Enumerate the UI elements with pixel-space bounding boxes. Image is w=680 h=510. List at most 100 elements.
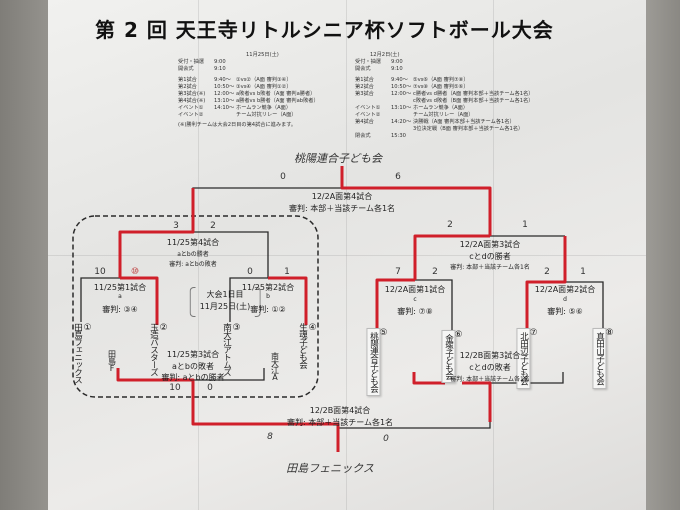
match-referee: 審判: aとbの敗者 [169,261,217,268]
d1-m1-left-line [80,277,120,322]
match-title: 12/2B面第3試合 [459,351,521,360]
schedule-cell: 決勝戦（A面 審判本部＋当該チーム各1名） [413,119,515,125]
poster-paper [48,0,646,510]
schedule-date: 12月2日(土) [370,52,400,58]
schedule-cell: 9:10 [214,66,226,72]
schedule-cell: 第1試合 [178,77,197,83]
schedule-row: 3位決定戦（B面 審判本部＋当該チーム各1名） [355,126,533,133]
match-referee: 審判: 本部＋当該チーム各1名 [450,264,530,271]
schedule-cell: 13:10～ [391,105,412,111]
match-referee: 審判: ③④ [102,305,138,314]
schedule-cell: イベント② [178,112,204,118]
d1-m3-right-line [193,368,265,381]
schedule-cell: 第1試合 [355,77,374,83]
team-name: 玉造バスターズ [148,323,159,376]
schedule-cell: 12:00～ [391,91,412,97]
score: 1 [580,267,586,277]
schedule-cell: イベント① [355,105,381,111]
match-title: 11/25第1試合 [93,283,147,292]
score: 2 [210,221,216,231]
score: 0 [383,434,389,444]
d1-m3-left-red [116,368,195,400]
d2-b3-center-red [462,381,492,422]
day1-dashed-frame [72,215,319,398]
champion-handwritten: 桃陽連合子ども会 [294,152,382,165]
schedule-cell: 12:00～ [214,91,235,97]
team-name: 田島フェニックス [72,323,83,383]
d2-m2-right-line [565,281,604,332]
schedule-cell: 10:50～ [214,84,235,90]
score: 0 [247,267,253,277]
schedule-cell: 第4試合(※) [178,98,206,104]
team-number: ② [159,323,167,333]
match-sub: d [563,296,567,303]
score: 8 [267,432,273,442]
team-name: 生魂子ども会 [297,323,308,368]
match-title: 11/25第4試合 [166,238,220,247]
schedule-row: 第3試合 12:00～c勝者vs d勝者（A面 審判本部＋当該チーム各1名） [355,91,533,98]
match-title: 12/2A面第4試合 [311,192,373,201]
schedule-cell: c勝者vs d勝者（A面 審判本部＋当該チーム各1名） [413,91,534,97]
schedule-row: 第3試合(※)12:00～a敗者vs b敗者（A面 審判a勝者） [178,91,319,98]
schedule-cell: 9:00 [214,59,226,65]
match-referee: 審判: 本部＋当該チーム各1名 [286,418,394,427]
match-sub: cとdの勝者 [469,252,511,261]
team-name: 桃陽連合子ども会 [366,328,381,396]
score: ⑩ [130,267,140,277]
match-sub: a [118,293,122,300]
schedule-cell: ホームラン競争（A面） [413,105,469,111]
schedule-cell: 9:40～ [391,77,408,83]
d1-m2-right-red [268,276,308,325]
score: 6 [395,172,401,182]
schedule-cell: ⑤vs⑥（A面 審判⑦⑧） [413,77,469,83]
score: 1 [522,220,528,230]
score: 3 [173,221,179,231]
team-short-label: 田島F [107,350,117,372]
team-name: 金塚子ども会 [441,330,456,383]
schedule-cell: 9:00 [391,59,403,65]
d2-m3-right-red [525,236,567,330]
schedule-cell: ⑦vs⑧（A面 審判⑤⑥） [413,84,469,90]
team-name: 南大江アトムズ [221,323,232,376]
schedule-row: 第4試合(※)13:10～a勝者vs b勝者（A面 審判ab敗者） [178,98,319,105]
d2-b4-right-line [338,420,491,429]
schedule-cell: 第3試合 [355,91,374,97]
match-referee: 審判: ①② [250,305,286,314]
match-referee: 審判: 本部＋当該チーム各1名 [288,204,396,213]
team-number: ④ [308,323,316,333]
match-referee: 審判: aとbの勝者 [161,373,225,382]
match-title: 11/25第2試合 [241,283,295,292]
schedule-cell: a勝者vs b勝者（A面 審判ab敗者） [236,98,319,104]
schedule-cell: ホームラン競争（A面） [236,105,292,111]
match-sub: cとdの敗者 [469,363,511,372]
score: 2 [544,267,550,277]
match-sub: aとbの勝者 [177,251,209,258]
match-referee: 審判: 本部＋当該チーム各1名 [450,376,530,383]
score: 2 [432,267,438,277]
schedule-cell: 9:10 [391,66,403,72]
schedule-cell: イベント② [355,112,381,118]
d1-m2-left-line [229,277,268,322]
team-number: ⑧ [605,328,613,338]
schedule-cell: 9:40～ [214,77,231,83]
third-place-handwritten: 田島フェニックス [286,462,374,475]
match-title: 11/25第3試合 [166,350,220,359]
schedule-row: 第1試合 9:40～ ①vs②（A面 審判③④） [178,77,319,84]
team-number: ⑤ [379,328,387,338]
schedule-cell: ①vs②（A面 審判③④） [236,77,292,83]
